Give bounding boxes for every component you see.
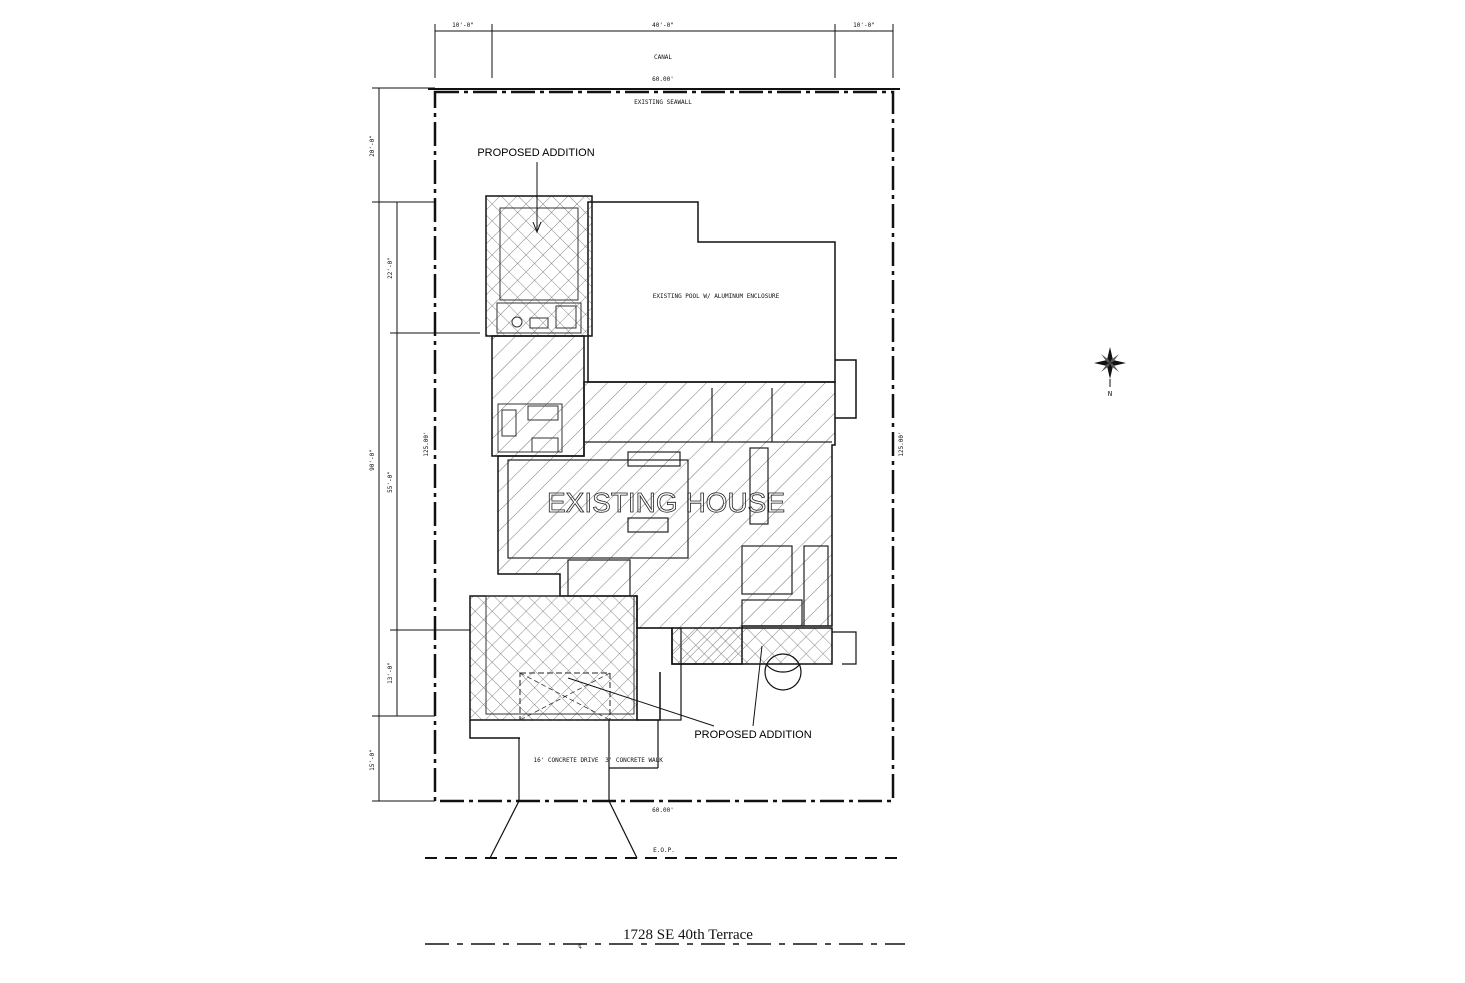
existing-house-label: EXISTING HOUSE bbox=[547, 487, 785, 518]
existing-house-interior-walls bbox=[507, 388, 832, 627]
west-wing-baths bbox=[497, 403, 563, 453]
east-wall-detail bbox=[832, 631, 857, 665]
north-label: N bbox=[1108, 390, 1112, 398]
north-arrow-icon bbox=[1094, 347, 1126, 387]
dim-left-outer-2: 90'-0" bbox=[369, 449, 376, 471]
dim-left-inner-2: 55'-0" bbox=[387, 471, 394, 493]
pool-label: EXISTING POOL W/ ALUMINUM ENCLOSURE bbox=[653, 293, 780, 300]
pool-enclosure-bump bbox=[835, 359, 857, 419]
proposed-addition-top bbox=[485, 195, 593, 337]
entry-stoop bbox=[636, 627, 682, 721]
leader-bottom-2 bbox=[567, 677, 715, 727]
dim-top-left: 10'-0" bbox=[452, 22, 474, 29]
proposed-addition-top-label: PROPOSED ADDITION bbox=[477, 147, 594, 159]
bay-window-circle bbox=[764, 653, 802, 691]
seawall-label: EXISTING SEAWALL bbox=[634, 99, 692, 106]
garage-addition bbox=[469, 595, 638, 721]
lot-left-length: 125.00' bbox=[423, 431, 430, 456]
dim-left-inner-3: 13'-0" bbox=[387, 662, 394, 684]
dim-left-outer-3: 15'-0" bbox=[369, 749, 376, 771]
drive-label: 16' CONCRETE DRIVE bbox=[533, 757, 598, 764]
proposed-addition-bottom bbox=[671, 627, 833, 665]
canal-label: CANAL bbox=[654, 54, 672, 61]
lot-right-length: 125.00' bbox=[898, 431, 905, 456]
walk-label: 3' CONCRETE WALK bbox=[605, 757, 663, 764]
garage-inner bbox=[485, 595, 635, 715]
left-dimension-inner bbox=[390, 201, 480, 717]
driveway bbox=[489, 720, 659, 859]
proposed-addition-bottom-label: PROPOSED ADDITION bbox=[694, 729, 811, 741]
addition-top-bath bbox=[496, 302, 582, 334]
leader-bottom bbox=[752, 645, 763, 727]
eop-label: E.O.P. bbox=[653, 847, 675, 854]
lot-north-length: 60.00' bbox=[652, 76, 674, 83]
dim-left-inner-1: 22'-0" bbox=[387, 257, 394, 279]
dim-top-middle: 40'-0" bbox=[652, 22, 674, 29]
centerline-symbol: ¢ bbox=[578, 942, 582, 950]
lot-south-length: 60.00' bbox=[652, 807, 674, 814]
pool-enclosure bbox=[587, 201, 836, 383]
dim-top-right: 10'-0" bbox=[853, 22, 875, 29]
leader-top-arrow bbox=[532, 221, 542, 234]
addition-room-top bbox=[499, 207, 579, 301]
garage-cross-2 bbox=[519, 672, 611, 721]
top-dimension-line bbox=[434, 24, 894, 78]
dim-left-outer-1: 20'-0" bbox=[369, 135, 376, 157]
garage-door-area bbox=[519, 672, 611, 721]
street-address: 1728 SE 40th Terrace bbox=[623, 927, 753, 943]
bay-window bbox=[765, 663, 801, 673]
property-line bbox=[433, 90, 895, 803]
